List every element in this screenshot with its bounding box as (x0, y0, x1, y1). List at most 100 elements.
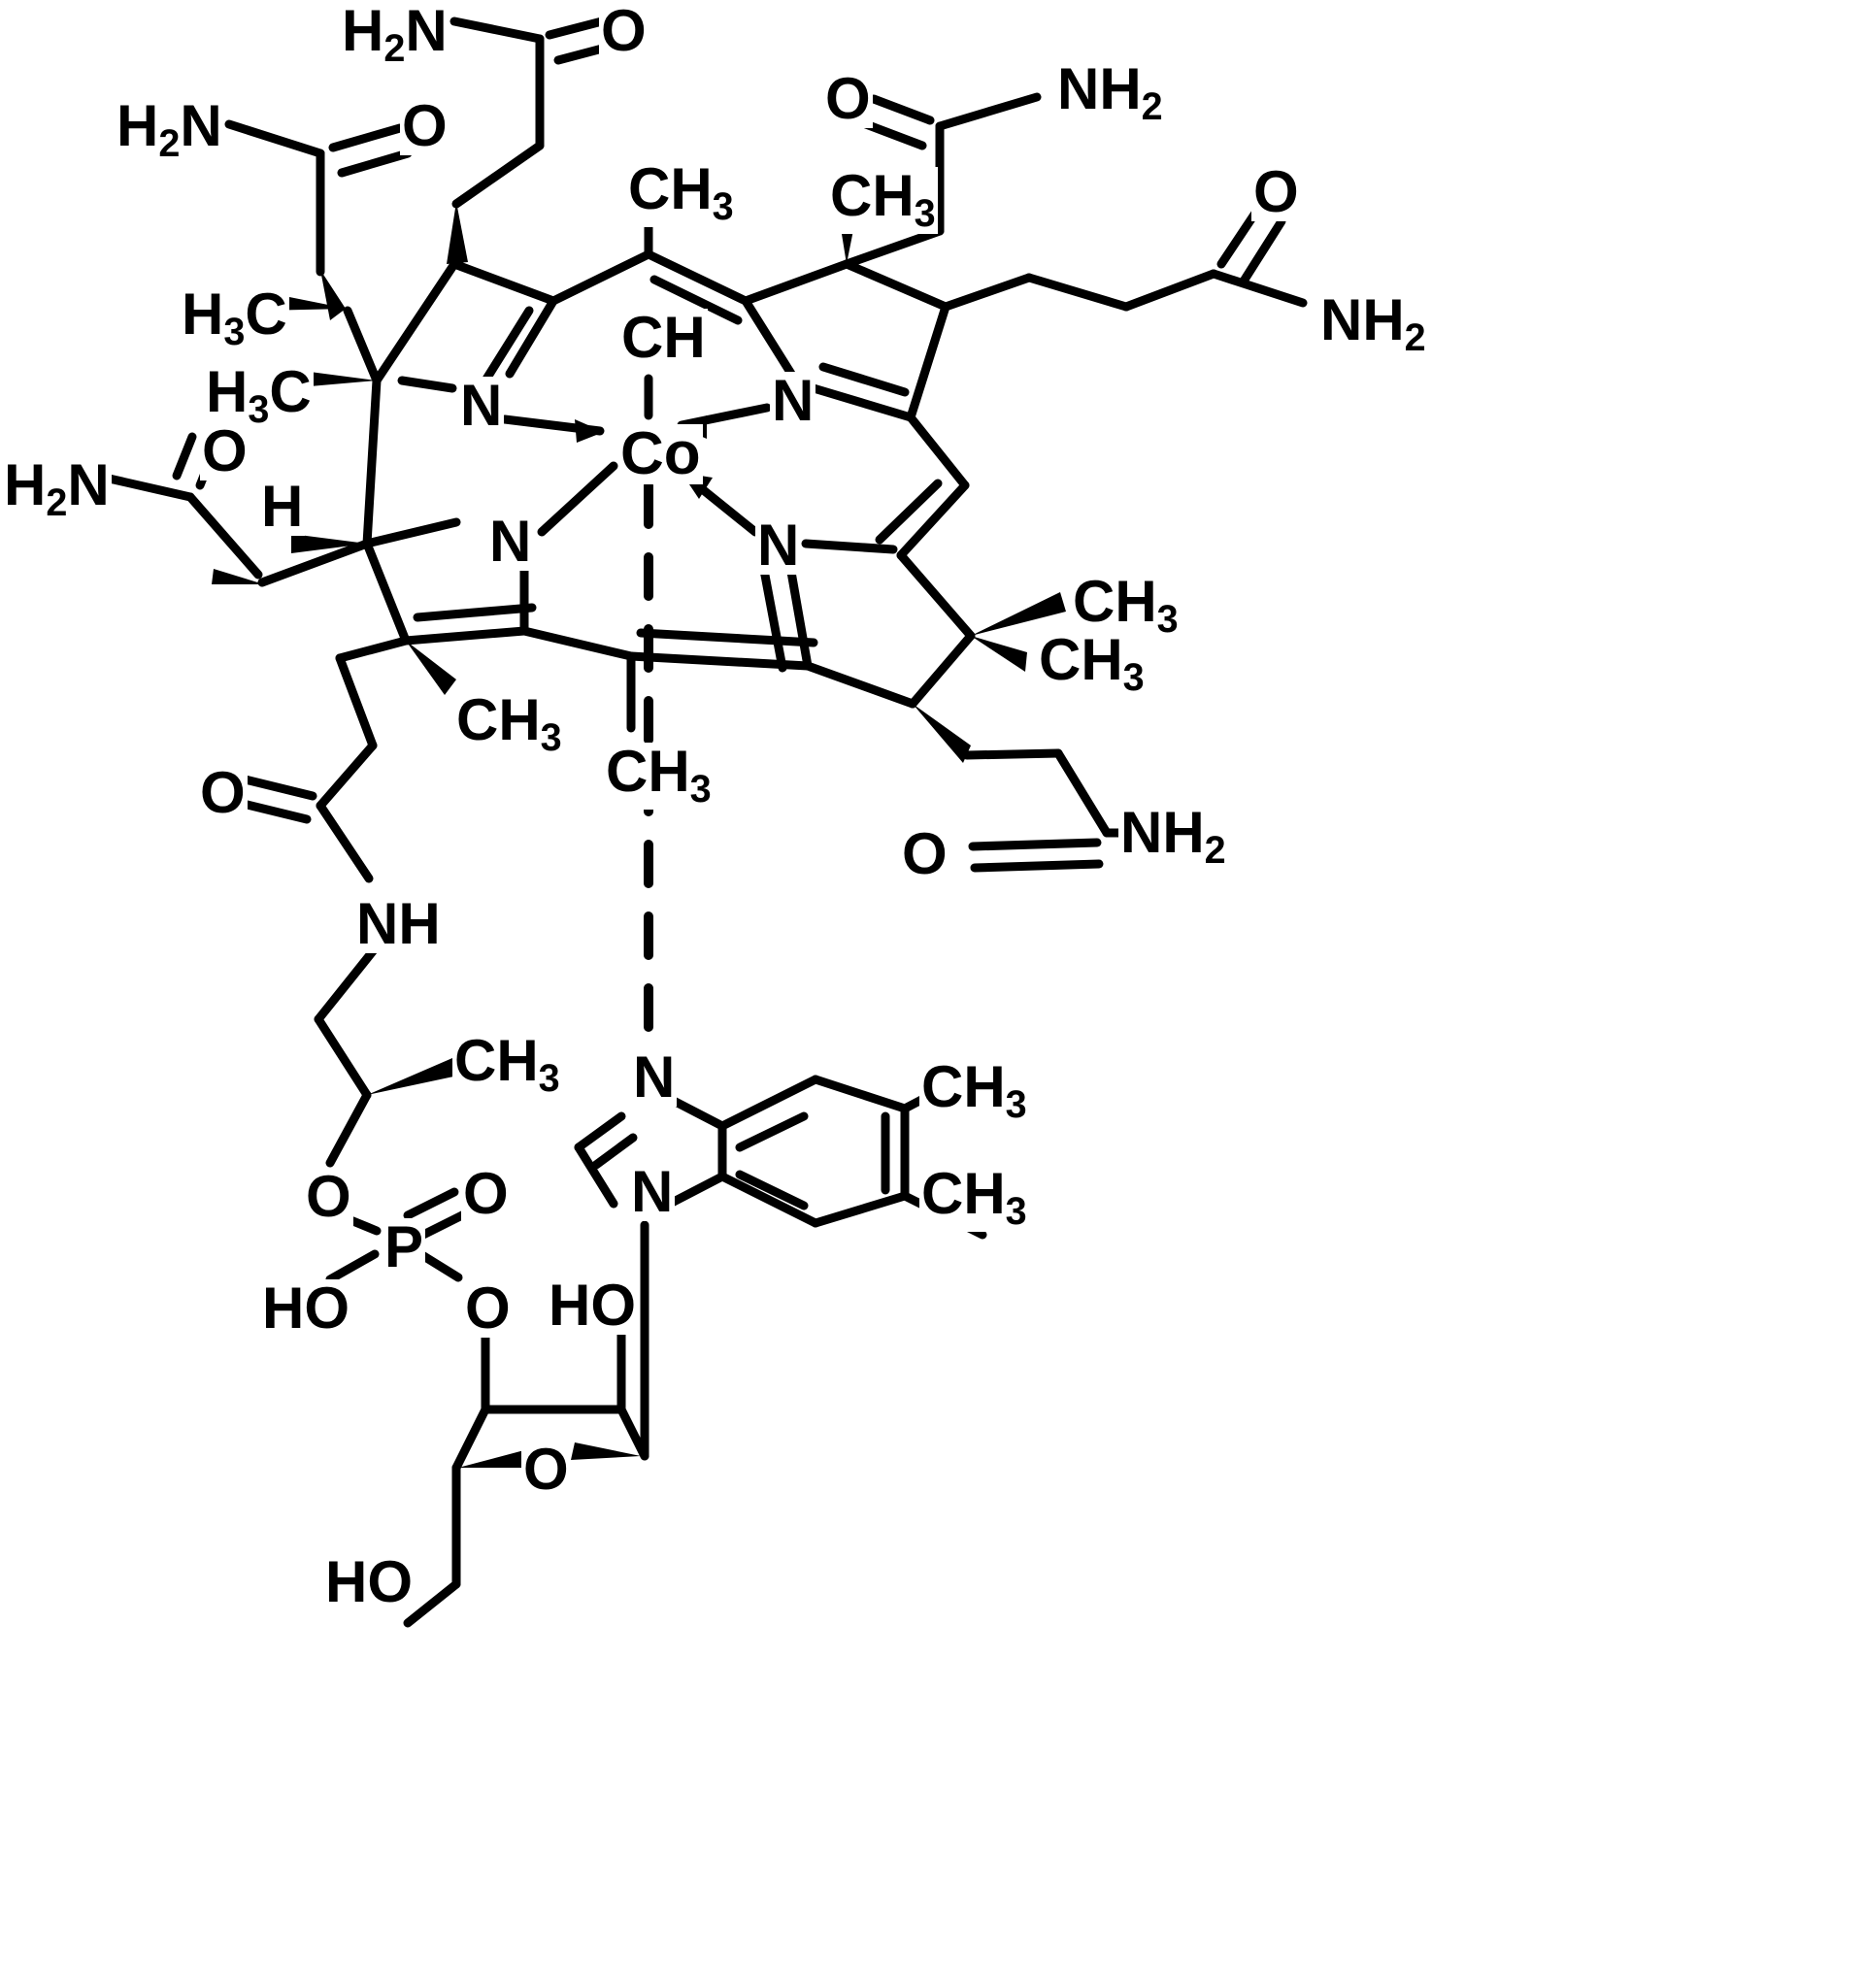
bond-amideLR-ch2b (1053, 748, 1112, 838)
bond-amideLR-ch2a (962, 748, 1063, 760)
wedge-amideL-ch2 (212, 569, 264, 584)
carbonyl-o-lower-right-label: O (900, 821, 949, 886)
bond-benz-c3a-c4 (717, 1172, 820, 1228)
bond-meso-bottom-dbl (636, 628, 818, 647)
bond-bzim-n3-c3a (665, 1172, 727, 1209)
wedge-amideB-ring (320, 270, 346, 320)
bond-ringB-c-n (741, 296, 796, 379)
methyl-right-lower-label: CH3 (1037, 627, 1147, 700)
imidazole-n-upper-label: N (631, 1044, 678, 1110)
bond-ringC-n-c-dbl (758, 560, 787, 673)
bond-ribose-c3-c4 (451, 1405, 490, 1473)
bond-amideLR-co-dbl-1 (968, 838, 1102, 851)
pyrrole-n-lower-right-label: N (755, 513, 802, 578)
bond-amideR-ch2a-ch2b (1024, 273, 1131, 312)
bond-ringA-n-c2 (397, 376, 457, 393)
bond-meso-c5-right-dbl (649, 275, 743, 325)
bond-ringB-n-c9-dbl (818, 362, 910, 397)
bond-ringB-c8-c9 (906, 302, 950, 422)
carbonyl-o-top-b-label: O (400, 93, 449, 158)
wedge-aminopropanol-methyl (367, 1058, 458, 1095)
bond-amideR-co-dbl-2 (1240, 216, 1286, 284)
wedge-ribose-c4-o (458, 1450, 528, 1468)
bond-corrin-direct-link (362, 376, 382, 548)
bond-ringD-c-n (362, 517, 461, 548)
bond-n-ll-to-co (537, 461, 618, 537)
bond-p-o-dbl-2 (415, 1209, 471, 1242)
bond-amideB-n-c (224, 119, 325, 158)
wedge-methyl-right-lower (971, 636, 1027, 672)
ribose-ester-o-label: O (463, 1276, 513, 1341)
pyrrole-n-upper-left-label: N (458, 373, 505, 438)
bond-ringA-c4-n-dbl (481, 306, 534, 385)
bond-ringA-c3-c4 (449, 259, 558, 306)
bond-meso-right-a (906, 413, 970, 490)
phosphoryl-o-label: O (461, 1161, 511, 1226)
imidazole-n-lower-label: N (629, 1159, 676, 1224)
amide-nh2-right-label: NH2 (1318, 287, 1428, 360)
amide-nh2-lower-right-label: NH2 (1118, 800, 1228, 873)
bond-amideL-ch2-c (185, 492, 263, 580)
pyrrole-n-upper-right-label: N (770, 368, 816, 433)
ribose-ho-upper-label: HO (547, 1273, 638, 1338)
bond-amideB-co-dbl-1 (328, 123, 405, 152)
bond-ringD-c-cq (401, 626, 529, 646)
cyanide-ch-label: CH (619, 305, 708, 370)
arrowhead-n-ul-to-co (575, 419, 604, 443)
amide-nh2-top-left-b-label: H2N (115, 93, 224, 166)
bond-amideTR-co-dbl-2 (861, 119, 927, 150)
wedge-ringC-sidechain (913, 704, 971, 763)
methyl-top-right-wedge-label: CH3 (828, 163, 938, 236)
amide-nh2-left-label: H2N (2, 452, 112, 525)
bond-amideL-c-n (100, 473, 195, 502)
methyl-left-mid-label: H3C (204, 359, 314, 432)
bond-meso-c5-left (549, 249, 653, 306)
bond-p-ho (325, 1249, 380, 1284)
bond-armD-ch2b-c (316, 741, 378, 811)
bond-amideTR-co-dbl-1 (869, 94, 935, 125)
bond-ringB-c7-c8 (842, 259, 950, 312)
wedge-stereo-h (291, 534, 367, 553)
bond-ringA-c2-c3 (372, 259, 459, 385)
wedge-amideA-ring (447, 202, 468, 264)
bond-armD-ch2a-ch2b (335, 653, 378, 750)
ribose-ho-lower-label: HO (323, 1549, 415, 1614)
amide-nh-linker-label: NH (354, 891, 443, 956)
bond-ringD-c-c (519, 626, 636, 661)
bond-ringC-c-c (803, 661, 917, 709)
pyrrole-n-lower-left-label: N (487, 509, 534, 574)
methyl-right-upper-label: CH3 (1071, 569, 1181, 642)
bond-amideR-c8-ch2a (941, 273, 1034, 312)
bond-meso-c5-right (644, 249, 750, 306)
ester-o-phosphate-label: O (304, 1164, 353, 1229)
phosphorus-label: P (383, 1214, 426, 1279)
phosphate-ho-label: HO (260, 1276, 351, 1341)
bond-amideL-co-dbl-2 (172, 432, 197, 480)
bond-ringA-c1-c2 (343, 306, 382, 385)
methyl-lower-left-label: CH3 (454, 687, 564, 760)
bond-amideLR-co-dbl-2 (970, 859, 1104, 873)
bond-bzim-n1-c2-dbl (591, 1133, 638, 1170)
bond-bzim-n1-c2 (574, 1111, 626, 1152)
bond-benz-c4-c5 (811, 1191, 910, 1228)
bond-amideTR-c7-ch2 (842, 226, 945, 269)
amide-nh2-top-right-label: NH2 (1055, 56, 1165, 129)
wedge-methyl-lower-left (406, 641, 456, 695)
methyl-lower-center-label: CH3 (604, 739, 714, 812)
methyl-top-center-label: CH3 (626, 156, 736, 229)
bond-amideA-co-dbl-1 (545, 17, 607, 40)
carbonyl-o-top-right-label: O (823, 66, 873, 131)
bond-ringB-c6-c7 (741, 259, 851, 306)
bond-benz-c7-c6 (811, 1075, 910, 1113)
bond-bzim-c2-n3 (574, 1143, 618, 1209)
bond-meso-right-b-dbl (875, 479, 943, 545)
carbonyl-o-left-label: O (200, 418, 250, 483)
benzimidazole-methyl-b-label: CH3 (919, 1161, 1029, 1234)
carbonyl-o-right-label: O (1251, 159, 1301, 224)
bond-amideR-c-n (1209, 269, 1308, 308)
bond-ch-o (325, 1090, 372, 1168)
bond-amideL-c-ch2 (257, 539, 372, 587)
bond-amideB-co-dbl-2 (337, 149, 413, 178)
bond-meso-right-b (896, 480, 970, 560)
